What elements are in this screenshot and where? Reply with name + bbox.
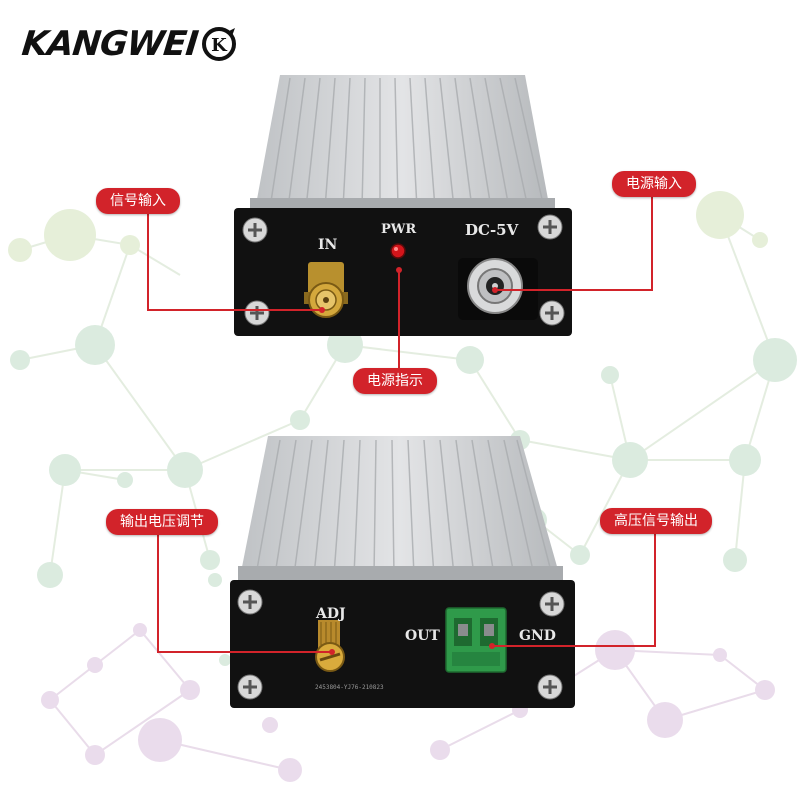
terminal-block-icon <box>445 607 507 673</box>
gnd-label: GND <box>519 628 556 644</box>
brand-logo: KANGWEI K <box>20 24 237 64</box>
serial-number: 2453804-YJ76-210823 <box>315 684 384 691</box>
sma-connector-icon <box>304 262 348 318</box>
adj-label: ADJ <box>316 606 346 622</box>
callout-voltage-adjust: 输出电压调节 <box>106 509 218 535</box>
logo-mark-icon: K <box>202 27 237 61</box>
potentiometer-icon <box>315 620 345 672</box>
svg-text:K: K <box>212 35 229 56</box>
in-label: IN <box>318 237 338 253</box>
out-label: OUT <box>405 628 440 644</box>
pwr-label: PWR <box>381 222 417 237</box>
power-led-icon <box>390 243 406 259</box>
callout-hv-output: 高压信号输出 <box>600 508 712 534</box>
callout-power-indicator: 电源指示 <box>353 368 437 394</box>
bottom-device <box>230 436 575 708</box>
callout-power-input: 电源输入 <box>612 171 696 197</box>
callout-signal-input: 信号输入 <box>96 188 180 214</box>
dc-label: DC-5V <box>465 221 519 239</box>
